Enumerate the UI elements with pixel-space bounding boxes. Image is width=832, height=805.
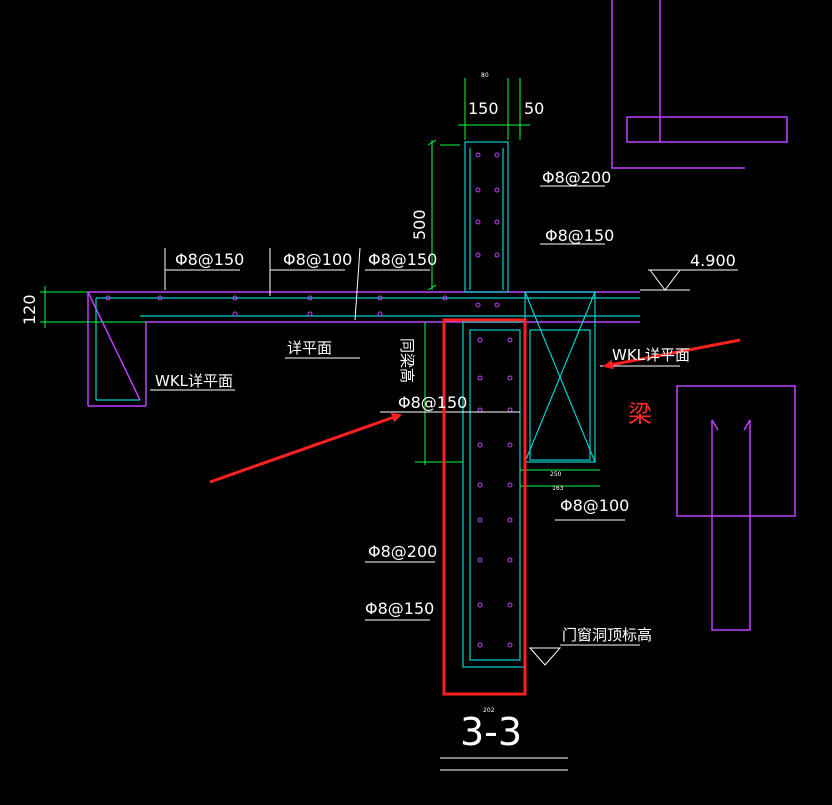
- dim-150: 150: [468, 99, 499, 118]
- leader-lines: [150, 185, 738, 771]
- dim-500: 500: [410, 209, 429, 240]
- dim-50: 50: [524, 99, 544, 118]
- dimension-lines: [40, 78, 600, 487]
- dim-top-small: 80: [481, 72, 489, 79]
- liang-label: 梁: [628, 400, 652, 428]
- rebar-label: Φ8@150: [368, 250, 437, 269]
- elevation-label: 4.900: [690, 251, 736, 270]
- rebar-dots: [105, 152, 513, 648]
- rebar-label: Φ8@150: [545, 226, 614, 245]
- red-arrow-right: [603, 338, 741, 370]
- red-arrow-left: [209, 412, 402, 484]
- menchuang-label: 门窗洞顶标高: [562, 626, 652, 644]
- dim-bottom-small: 202: [483, 707, 495, 714]
- dim-250: 250: [550, 471, 562, 478]
- rebar-label: Φ8@200: [542, 168, 611, 187]
- rebar-label: Φ8@100: [283, 250, 352, 269]
- top-right-frame: [611, 0, 788, 169]
- cyan-outlines: [95, 141, 640, 668]
- rebar-label: Φ8@150: [175, 250, 244, 269]
- xiangpingmian-label: 详平面: [287, 339, 332, 357]
- section-label: 3-3: [460, 710, 522, 754]
- dim-163: 163: [552, 485, 564, 492]
- highlight-box: [442, 318, 527, 696]
- rebar-label: Φ8@150: [365, 599, 434, 618]
- rebar-label: Φ8@100: [560, 496, 629, 515]
- tongliang-gao-label: 同梁高: [398, 338, 416, 383]
- wkl-left-label: WKL详平面: [155, 372, 233, 390]
- dim-120: 120: [20, 294, 39, 325]
- rebar-label: Φ8@200: [368, 542, 437, 561]
- rebar-label: Φ8@150: [398, 393, 467, 412]
- right-column: [676, 385, 796, 631]
- wkl-right-label: WKL详平面: [612, 346, 690, 364]
